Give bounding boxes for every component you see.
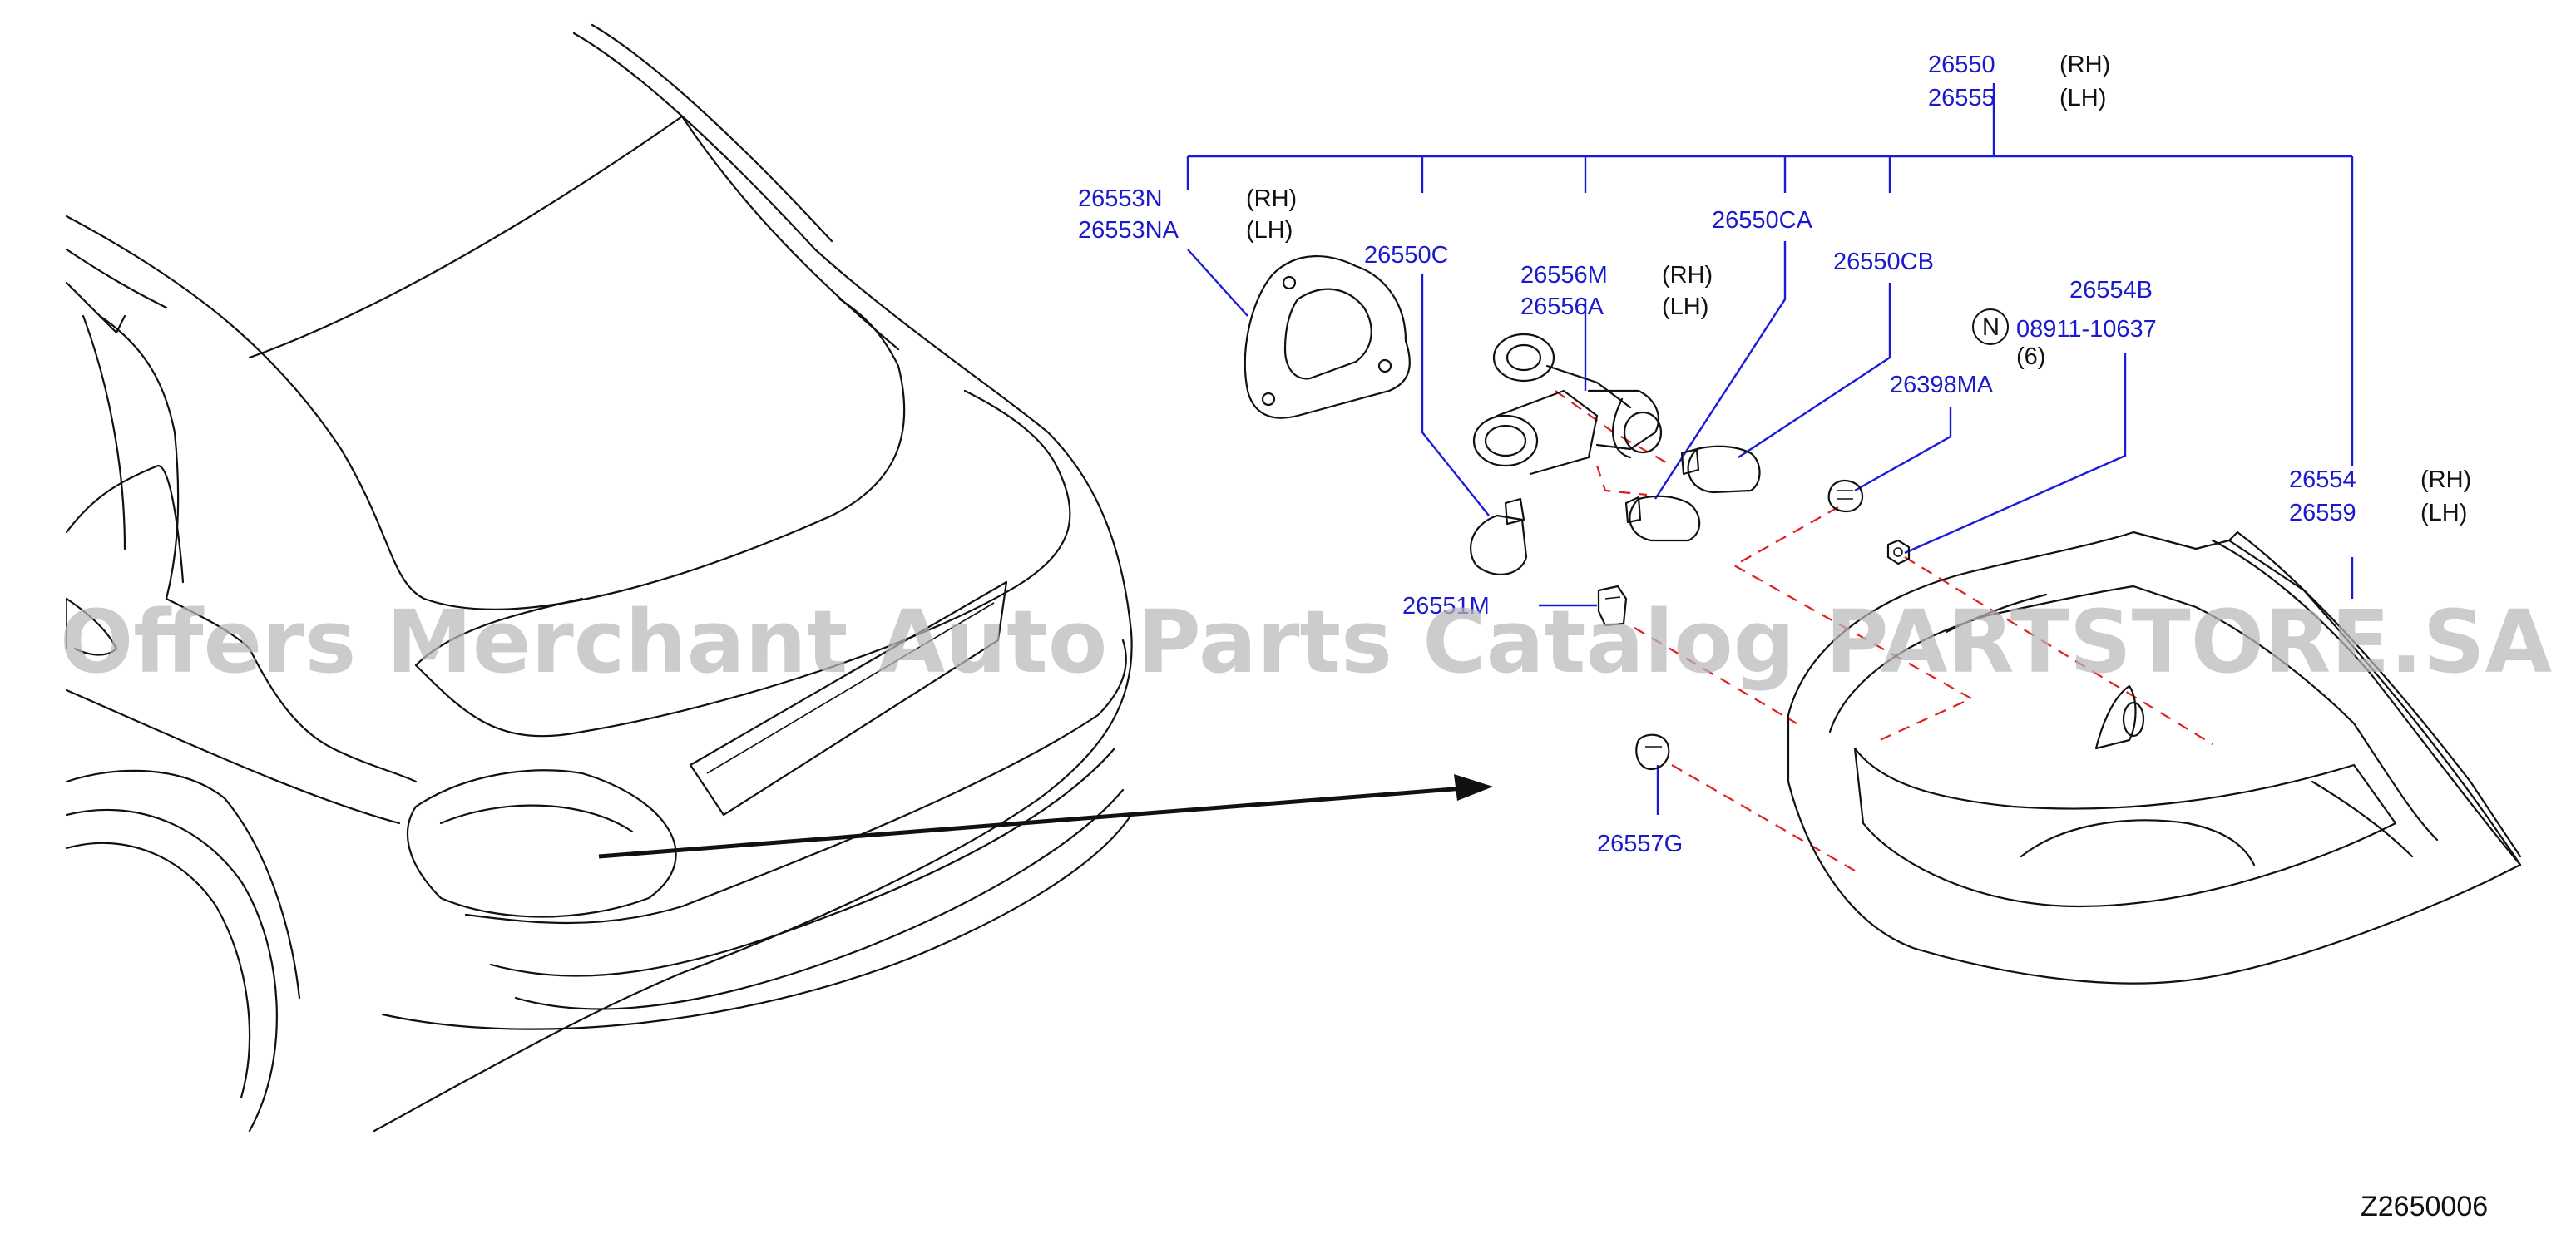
callout-26398ma[interactable]: 26398MA xyxy=(1890,372,1994,398)
side-rh: (RH) xyxy=(1246,185,1297,212)
callout-26553n[interactable]: 26553N xyxy=(1078,185,1163,212)
bulb-26550c xyxy=(1470,497,1528,575)
callout-26550[interactable]: 26550 xyxy=(1928,52,1995,78)
callout-26550cb[interactable]: 26550CB xyxy=(1833,249,1934,275)
callout-26555[interactable]: 26555 xyxy=(1928,85,1995,111)
watermark-text: Offers Merchant Auto Parts Catalog PARTS… xyxy=(60,591,2552,693)
diagram-code: Z2650006 xyxy=(2361,1191,2488,1222)
callout-26559[interactable]: 26559 xyxy=(2289,500,2356,526)
clip-26398ma xyxy=(1827,480,1864,513)
car-body-drawing xyxy=(65,23,1133,1133)
callout-08911-10637[interactable]: 08911-10637 xyxy=(2016,316,2157,343)
note-n-symbol: N xyxy=(1982,314,2000,341)
side-lh: (LH) xyxy=(1662,294,1708,320)
callout-26556a[interactable]: 26556A xyxy=(1520,294,1604,320)
clip-26551m xyxy=(1597,585,1628,627)
callout-26554[interactable]: 26554 xyxy=(2289,466,2356,493)
callout-26557g[interactable]: 26557G xyxy=(1597,831,1683,857)
side-rh: (RH) xyxy=(2420,466,2471,493)
callout-26550ca[interactable]: 26550CA xyxy=(1712,207,1813,234)
callout-26550c[interactable]: 26550C xyxy=(1364,242,1449,269)
nut-26554b xyxy=(1886,539,1911,565)
qty-6: (6) xyxy=(2016,343,2045,370)
side-lh: (LH) xyxy=(2420,500,2467,526)
callout-26553na[interactable]: 26553NA xyxy=(1078,217,1179,244)
note-n-circle xyxy=(1972,308,2009,345)
assembly-dashes xyxy=(1555,390,2213,874)
side-rh: (RH) xyxy=(1662,262,1713,289)
callout-26551m[interactable]: 26551M xyxy=(1402,593,1490,619)
socket-part xyxy=(1472,333,1663,476)
bulb-26550cb xyxy=(1680,445,1761,494)
lens-housing-26554 xyxy=(1787,531,2522,985)
callout-26556m[interactable]: 26556M xyxy=(1520,262,1608,289)
location-arrow xyxy=(598,774,1493,859)
leader-lines xyxy=(1186,83,2354,815)
bulb-26550ca xyxy=(1624,495,1701,542)
side-rh: (RH) xyxy=(2059,52,2110,78)
callout-labels: 26550 (RH) 26555 (LH) 26553N (RH) 26553N… xyxy=(1078,52,2471,857)
callout-26554b[interactable]: 26554B xyxy=(2069,277,2153,304)
gasket-part xyxy=(1244,254,1411,419)
clip-26557g xyxy=(1635,733,1670,771)
side-lh: (LH) xyxy=(1246,217,1293,244)
side-lh: (LH) xyxy=(2059,85,2106,111)
